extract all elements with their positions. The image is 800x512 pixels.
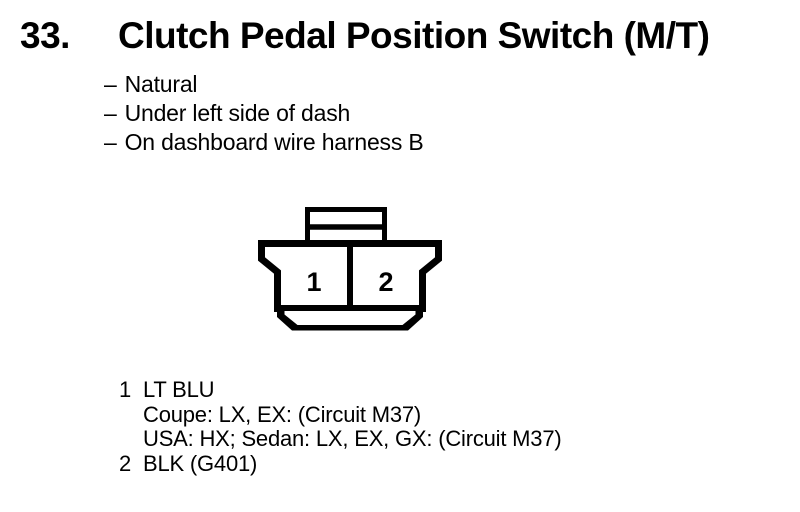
note-dash: – bbox=[104, 100, 117, 126]
wire-description-line: USA: HX; Sedan: LX, EX, GX: (Circuit M37… bbox=[143, 426, 562, 452]
section-heading: 33. Clutch Pedal Position Switch (M/T) bbox=[20, 15, 710, 57]
note-text: On dashboard wire harness B bbox=[124, 129, 424, 155]
section-number: 33. bbox=[20, 15, 70, 56]
pin-number: 1 bbox=[119, 377, 132, 402]
location-note-line: –Under left side of dash bbox=[104, 99, 423, 128]
location-note-line: –On dashboard wire harness B bbox=[104, 128, 424, 157]
wire-description-line: Coupe: LX, EX: (Circuit M37) bbox=[143, 401, 422, 427]
pin-number: 2 bbox=[119, 450, 132, 476]
note-dash: – bbox=[104, 129, 117, 155]
wire-description-line: BLK (G401) bbox=[143, 450, 258, 476]
connector-lip-highlight bbox=[284, 311, 416, 325]
wire-description: BLK (G401) bbox=[143, 450, 258, 477]
note-dash: – bbox=[104, 71, 117, 97]
connector-diagram: 1 2 bbox=[258, 207, 442, 331]
note-text: Under left side of dash bbox=[124, 100, 351, 126]
location-notes: –Natural –Under left side of dash –On da… bbox=[104, 70, 424, 157]
note-text: Natural bbox=[124, 71, 198, 97]
wire-list: 1 LT BLU Coupe: LX, EX: (Circuit M37) US… bbox=[119, 377, 562, 477]
pin-1-label: 1 bbox=[306, 267, 321, 297]
wire-description-line: LT BLU bbox=[143, 377, 215, 402]
pin-2-label: 2 bbox=[378, 267, 393, 297]
wire-list-row: 2 BLK (G401) bbox=[119, 450, 562, 477]
section-title: Clutch Pedal Position Switch (M/T) bbox=[118, 15, 710, 56]
wire-description: LT BLU Coupe: LX, EX: (Circuit M37) USA:… bbox=[143, 377, 562, 452]
location-note-line: –Natural bbox=[104, 70, 423, 99]
wire-list-row: 1 LT BLU Coupe: LX, EX: (Circuit M37) US… bbox=[119, 377, 562, 452]
